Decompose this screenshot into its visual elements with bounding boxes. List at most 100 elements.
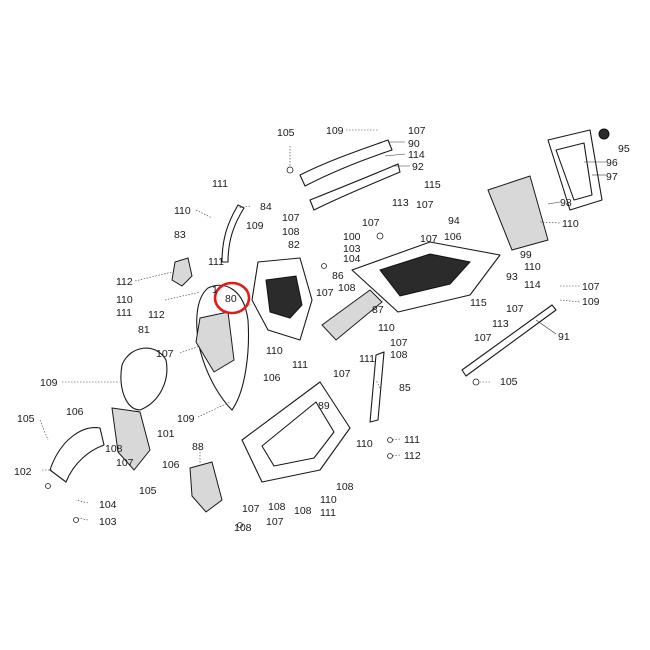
part-side-panel-87 [321,289,383,341]
screw-3 [45,483,51,489]
callout-label: 87 [372,304,384,316]
callout-label: 107 [333,368,351,380]
callout-label: 102 [14,466,32,478]
screw-1 [286,166,294,174]
part-trim-strip-92 [309,163,401,211]
callout-label: 107 [242,503,260,515]
callout-label: 101 [157,428,175,440]
callout-label: 111 [212,178,228,190]
callout-label: 97 [606,171,618,183]
callout-label: 106 [263,372,281,384]
callout-label: 107 [582,281,600,293]
callout-label: 110 [320,494,337,506]
callout-label: 111 [208,256,224,268]
callout-label: 93 [506,271,518,283]
callout-label: 108 [336,481,354,493]
screw-4 [73,517,79,523]
part-inner-fender-101 [111,407,151,471]
callout-label: 107 [282,212,300,224]
leader-lines [39,129,606,521]
callout-label: 106 [162,459,180,471]
callout-label: 109 [40,377,58,389]
callout-label: 107 [362,217,380,229]
screw-2 [472,378,480,386]
screw-group [45,166,480,528]
callout-label: 104 [99,499,117,511]
callout-label: 85 [399,382,411,394]
callout-label: 112 [404,450,421,462]
callout-label: 99 [520,249,532,261]
callout-label: 107 [316,287,334,299]
callout-label: 110 [174,205,191,217]
callout-label: 100 [343,231,361,243]
callout-label: 114 [524,279,541,291]
part-bracket-88 [189,461,223,513]
callout-label: 109 [326,125,344,137]
callout-label: 110 [562,218,579,230]
callout-label: 109 [246,220,264,232]
screw-6 [387,437,393,443]
callout-label: 111 [359,353,375,365]
callout-label: 80 [225,293,237,305]
callout-label: 105 [139,485,157,497]
callout-label: 115 [470,297,487,309]
callout-label: 110 [266,345,283,357]
callout-label: 1 [212,284,218,296]
callout-label: 107 [506,303,524,315]
callout-label: 108 [294,505,312,517]
callout-label: 111 [292,359,308,371]
part-strip-84 [221,204,245,263]
callout-label: 110 [524,261,541,273]
callout-label: 111 [320,507,336,519]
callout-label: 105 [500,376,518,388]
callout-label: 108 [282,226,300,238]
callout-label: 103 [99,516,117,528]
callout-label: 110 [378,322,395,334]
callout-label: 107 [156,348,174,360]
callout-label: 95 [618,143,630,155]
callout-label: 96 [606,157,618,169]
callout-label: 110 [116,294,133,306]
part-box-98 [487,175,549,251]
callout-labels: 105 109 107 90 114 92 115 107 113 107 94… [14,125,630,534]
callout-label: 107 [408,125,426,137]
callout-label: 107 [266,516,284,528]
callout-label: 91 [558,331,570,343]
callout-label: 111 [404,434,420,446]
callout-label: 107 [390,337,408,349]
callout-label: 112 [116,276,133,288]
part-floor-frame-89-inner [261,401,335,467]
callout-label: 107 [420,233,438,245]
callout-label: 103 [343,243,361,255]
callout-label: 108 [338,282,356,294]
callout-label: 81 [138,324,150,336]
callout-label: 83 [174,229,186,241]
part-headlight-cover-81 [120,347,168,411]
callout-label: 88 [192,441,204,453]
callout-label: 115 [424,179,441,191]
callout-label: 89 [318,400,330,412]
callout-label: 111 [116,307,132,319]
callout-label: 104 [343,253,361,265]
callout-label: 108 [105,443,123,455]
callout-label: 106 [444,231,462,243]
screw-7 [387,453,393,459]
screw-9 [376,232,384,240]
callout-label: 90 [408,138,420,150]
callout-label: 84 [260,201,272,213]
callout-label: 107 [116,457,134,469]
part-vertical-strip-85 [369,351,385,423]
part-front-shield-80-inner [195,311,235,373]
callout-label: 108 [268,501,286,513]
screw-5 [237,522,243,528]
callout-label: 107 [474,332,492,344]
part-inner-panel-82-dark [265,275,303,319]
callout-label: 112 [148,309,165,321]
callout-label: 114 [408,149,425,161]
highlight-circle [213,281,251,315]
callout-label: 82 [288,239,300,251]
callout-label: 105 [17,413,35,425]
callout-label: 113 [392,197,409,209]
